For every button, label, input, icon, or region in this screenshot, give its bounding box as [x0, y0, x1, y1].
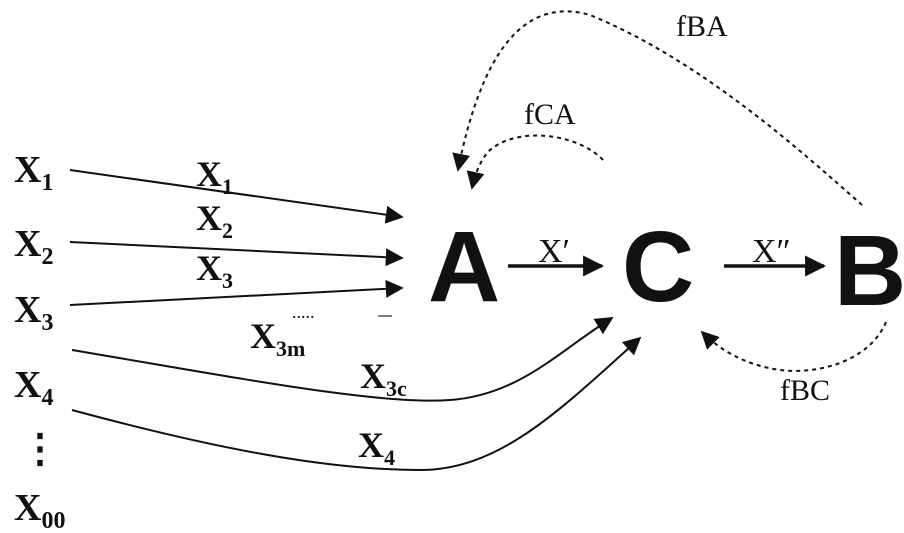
arrow-x4-to-c: [71, 336, 642, 472]
flow-label-x3: X3: [196, 248, 233, 293]
input-x4: X4: [14, 364, 53, 411]
flow-label-dots: .....: [292, 302, 315, 322]
node-b: B: [834, 215, 904, 327]
node-a: A: [428, 211, 500, 323]
input-x1: X1: [14, 149, 53, 196]
feedback-label-fbc: fBC: [780, 374, 830, 407]
node-c: C: [622, 211, 694, 323]
feedback-b-to-a: [452, 10, 863, 206]
input-ellipsis: ⋮: [20, 426, 60, 471]
input-x00: X00: [14, 487, 65, 533]
feedback-label-fca: fCA: [524, 98, 576, 131]
flow-label-x-double-prime: X″: [752, 233, 791, 270]
arrow-x3c-to-c: [71, 317, 614, 402]
flow-label-x2: X2: [196, 198, 233, 243]
flow-label-x3c: X3c: [360, 356, 407, 401]
feedback-label-fba: fBA: [676, 10, 728, 43]
input-x2: X2: [14, 223, 53, 270]
arrow-x2-to-a: [69, 241, 404, 267]
flow-label-x4: X4: [358, 425, 395, 470]
flow-label-x3m: X3m: [250, 316, 305, 361]
flow-label-x-prime: X′: [538, 233, 570, 270]
arrow-x3-to-a: [69, 279, 404, 306]
feedback-b-to-c: [700, 321, 887, 372]
input-x3: X3: [14, 289, 53, 336]
arrow-x1-to-a: [69, 169, 404, 224]
flow-label-x1: X1: [196, 154, 233, 199]
feedback-c-to-a: [466, 134, 604, 190]
